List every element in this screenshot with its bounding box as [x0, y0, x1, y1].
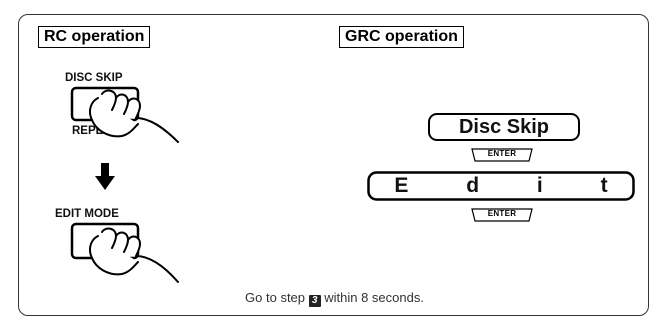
enter-indicator-top: ENTER — [471, 148, 533, 162]
edit-display-frame-icon — [367, 171, 635, 201]
edit-display: E d i t — [367, 171, 635, 201]
disc-skip-display: Disc Skip — [428, 113, 580, 141]
grc-operation-label: GRC operation — [339, 26, 464, 48]
enter-frame-icon — [471, 148, 533, 162]
enter-label: ENTER — [487, 209, 517, 218]
instruction-caption: Go to step 3 within 8 seconds. — [0, 290, 669, 307]
edit-mode-button-label: EDIT MODE — [55, 208, 119, 220]
enter-frame-icon — [471, 208, 533, 222]
caption-prefix: Go to step — [245, 290, 309, 305]
edit-display-text: E d i t — [394, 174, 634, 197]
down-arrow-icon — [95, 163, 115, 190]
hand-press-icon — [70, 222, 179, 283]
step-number-badge: 3 — [308, 295, 321, 307]
hand-press-icon — [70, 86, 179, 143]
instruction-frame — [18, 14, 649, 316]
caption-suffix: within 8 seconds. — [320, 290, 424, 305]
enter-label: ENTER — [487, 149, 517, 158]
disc-skip-button-label: DISC SKIP — [65, 72, 123, 84]
rc-operation-label: RC operation — [38, 26, 151, 48]
enter-indicator-bottom: ENTER — [471, 208, 533, 222]
